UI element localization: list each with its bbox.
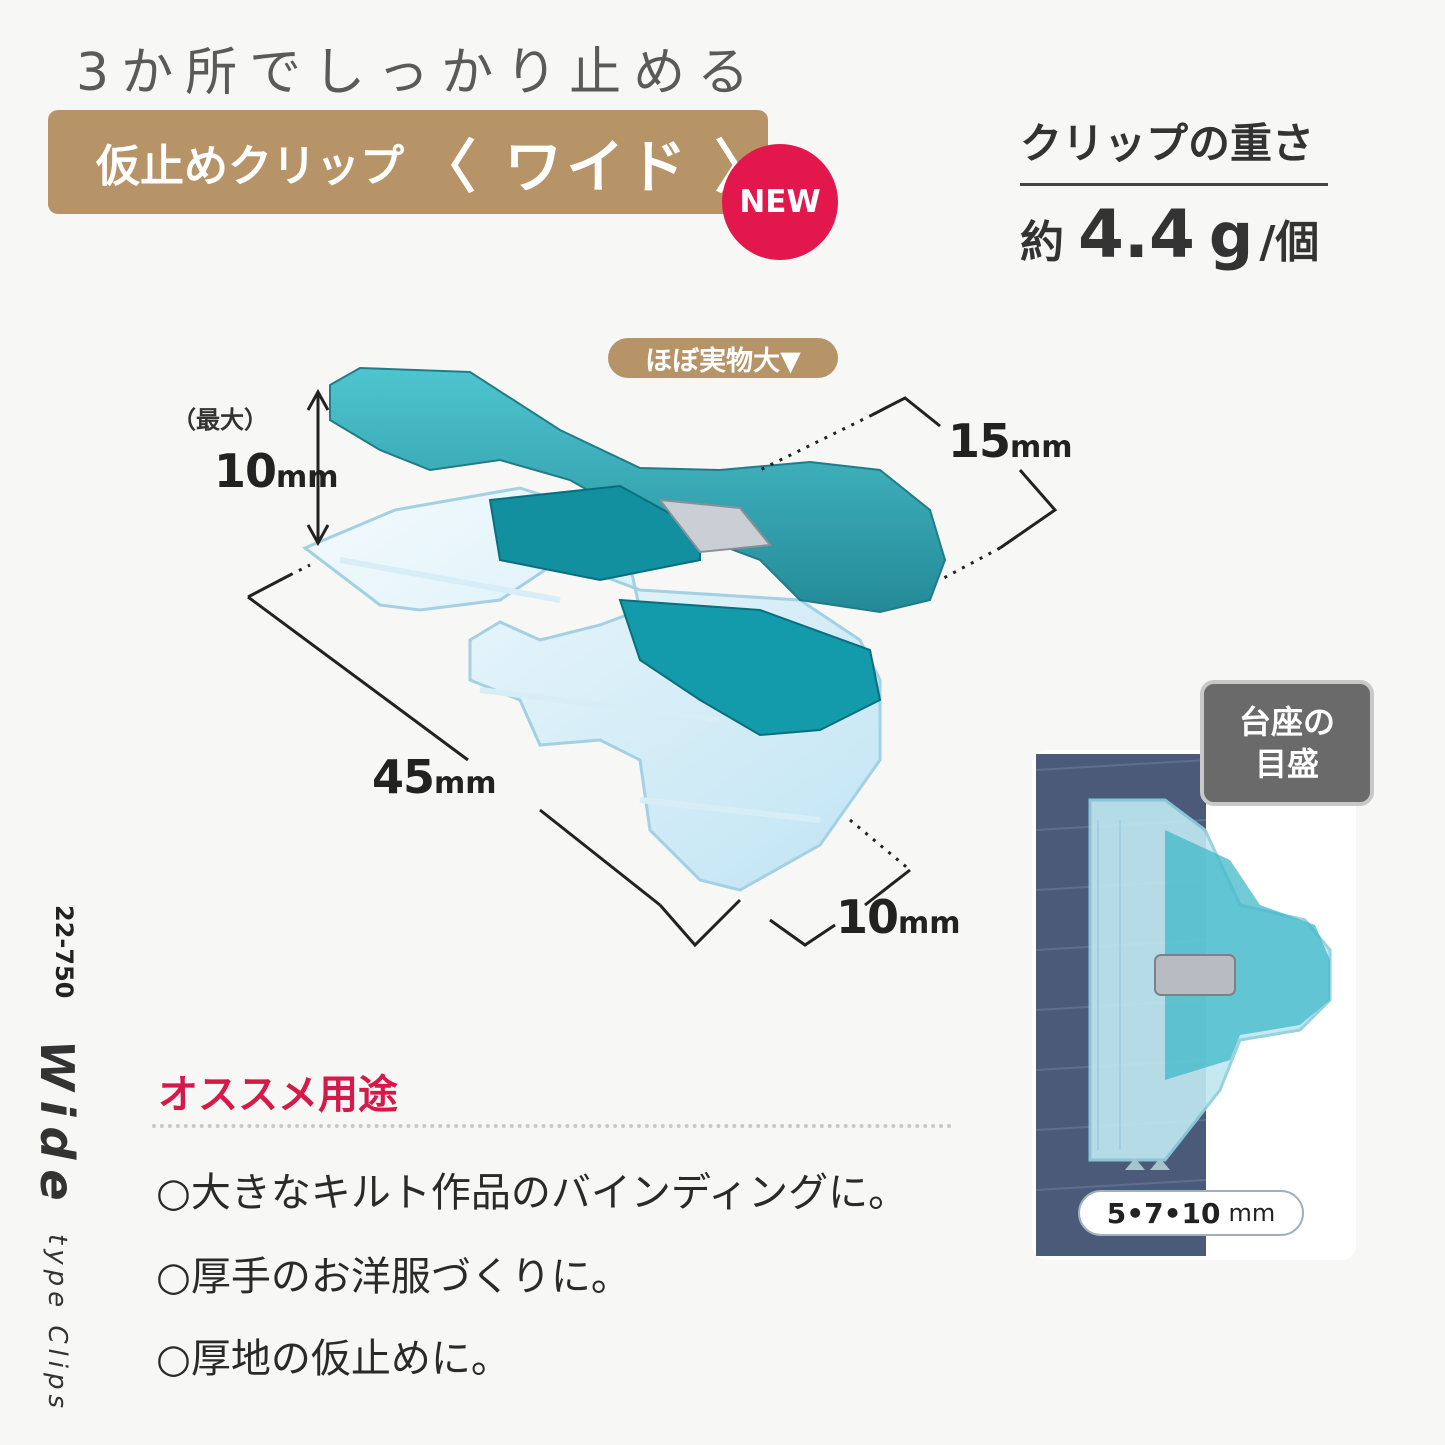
width-dimension-label: 10mm: [836, 890, 961, 944]
clip-top-arm: [329, 366, 947, 737]
depth-value: 15: [948, 414, 1011, 468]
scale-values: 5•7•10: [1106, 1196, 1221, 1230]
model-code: 22-750: [50, 905, 78, 999]
height-unit: mm: [276, 460, 339, 495]
length-value: 45: [372, 750, 435, 804]
weight-per: /個: [1259, 217, 1320, 268]
use-item: ○厚手のお洋服づくりに。: [156, 1254, 631, 1300]
model-name-big: Wide: [30, 1040, 84, 1211]
height-note: （最大）: [172, 406, 268, 434]
uses-divider: [152, 1124, 952, 1128]
product-name-banner: 仮止めクリップ 〈 ワイド 〉: [48, 110, 772, 214]
use-item: ○大きなキルト作品のバインディングに。: [156, 1170, 909, 1216]
width-unit: mm: [898, 906, 961, 941]
weight-value: 約 4.4 g /個: [1020, 196, 1319, 273]
weight-unit: g: [1208, 199, 1254, 272]
depth-unit: mm: [1010, 430, 1073, 465]
depth-dimension-label: 15mm: [948, 414, 1073, 468]
length-unit: mm: [434, 766, 497, 801]
width-value: 10: [836, 890, 899, 944]
length-dimension-label: 45mm: [372, 750, 497, 804]
use-item: ○厚地の仮止めに。: [156, 1336, 511, 1382]
model-name-small: type Clips: [42, 1233, 72, 1413]
height-value: 10: [214, 444, 277, 498]
product-name: 仮止めクリップ: [96, 141, 404, 192]
weight-prefix: 約: [1020, 217, 1064, 268]
scale-values-pill: 5•7•10 mm: [1078, 1190, 1304, 1236]
scale-tag-line2: 目盛: [1254, 745, 1319, 783]
weight-title: クリップの重さ: [1020, 110, 1328, 186]
base-scale-tag: 台座の 目盛: [1200, 680, 1374, 806]
height-dimension-label: 10mm: [214, 444, 339, 498]
scale-tag-line1: 台座の: [1238, 703, 1335, 741]
scale-unit: mm: [1228, 1199, 1276, 1227]
headline: 3か所でしっかり止める: [76, 43, 762, 103]
model-name: Wide type Clips: [30, 1040, 84, 1413]
scale-card-illustration: [1032, 750, 1356, 1260]
product-variant: 〈 ワイド 〉: [418, 133, 777, 201]
recommended-uses-title: オススメ用途: [158, 1072, 398, 1118]
weight-number: 4.4: [1078, 196, 1195, 273]
dimension-lines: [247, 388, 1058, 948]
new-badge: NEW: [722, 144, 838, 260]
actual-size-tag: ほぼ実物大▼: [608, 338, 838, 378]
